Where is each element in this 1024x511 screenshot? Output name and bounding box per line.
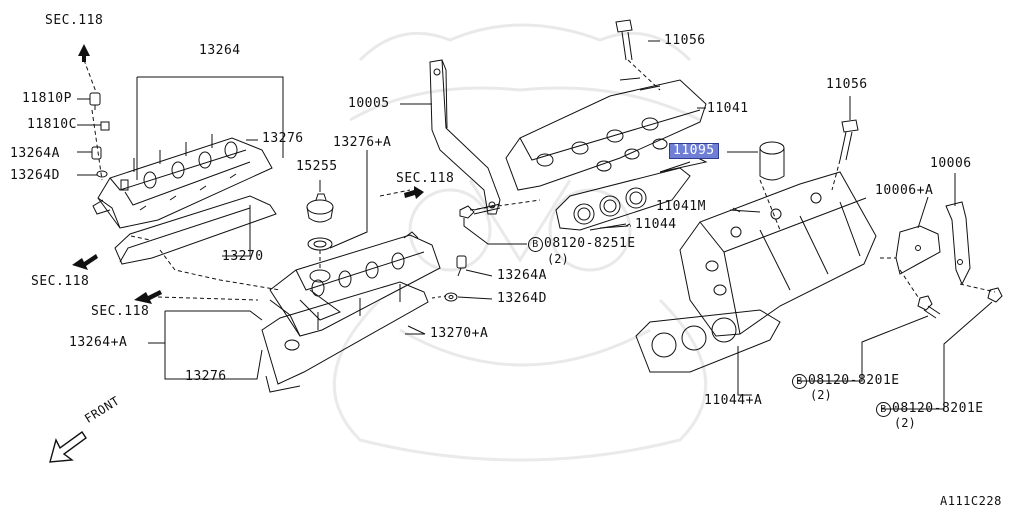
section-arrows [72, 44, 424, 304]
label-10006A[interactable]: 10006+A [875, 183, 934, 198]
left-rocker-cover-drawing [92, 134, 273, 229]
right-gasket-13270A-drawing [261, 281, 429, 385]
label-11041M[interactable]: 11041M [656, 199, 706, 214]
oil-filler-cap-drawing [306, 180, 334, 268]
label-sec118-bottom: SEC.118 [91, 304, 150, 319]
qty-8201E-b: (2) [894, 416, 916, 430]
watermark-emblem [332, 23, 708, 462]
label-13264D-mid[interactable]: 13264D [497, 291, 547, 306]
left-gasket-13270-drawing [114, 195, 277, 265]
head-gasket-11044-drawing [555, 167, 691, 231]
bolt-8201E-drawing [917, 287, 1003, 319]
bolt-8251E-drawing [459, 203, 501, 219]
label-sec118-mid: SEC.118 [396, 171, 455, 186]
qty-8251E: (2) [547, 252, 569, 266]
bracket-10006-drawing [895, 201, 971, 286]
label-sec118-top: SEC.118 [45, 13, 104, 28]
label-10005[interactable]: 10005 [348, 96, 390, 111]
cylinder-head-11041M-drawing [679, 171, 877, 337]
label-11810P[interactable]: 11810P [22, 91, 72, 106]
part-number: 08120-8251E [544, 236, 636, 251]
label-13264A-mid[interactable]: 13264A [497, 268, 547, 283]
label-sec118-left: SEC.118 [31, 274, 90, 289]
label-13276[interactable]: 13276 [262, 131, 304, 146]
bolt-marker-icon: B [876, 402, 891, 417]
right-rocker-cover-drawing [269, 231, 441, 351]
bracket-10005-drawing [429, 59, 501, 215]
label-13264plusA[interactable]: 13264+A [69, 335, 128, 350]
part-number: 08120-8201E [892, 401, 984, 416]
label-13276A[interactable]: 13276+A [333, 135, 392, 150]
head-bolt-right-drawing [839, 119, 859, 161]
label-15255[interactable]: 15255 [296, 159, 338, 174]
front-arrow-icon [49, 431, 87, 463]
label-11041[interactable]: 11041 [707, 101, 749, 116]
part-number: 08120-8201E [808, 373, 900, 388]
diagram-code: A111C228 [940, 494, 1002, 508]
label-13264[interactable]: 13264 [199, 43, 241, 58]
label-11056-top[interactable]: 11056 [664, 33, 706, 48]
label-13276-bottom[interactable]: 13276 [185, 369, 227, 384]
label-11044A[interactable]: 11044+A [704, 393, 763, 408]
head-bolt-top-drawing [615, 19, 633, 61]
qty-8201E-a: (2) [810, 388, 832, 402]
label-11044[interactable]: 11044 [635, 217, 677, 232]
pcv-valve-drawing [89, 92, 110, 178]
bolt-marker-icon: B [792, 374, 807, 389]
label-13264A-left[interactable]: 13264A [10, 146, 60, 161]
label-13270[interactable]: 13270 [222, 249, 264, 264]
label-11095-highlighted[interactable]: 11095 [669, 143, 719, 159]
bolt-marker-icon: B [528, 237, 543, 252]
label-13270A[interactable]: 13270+A [430, 326, 489, 341]
label-11810C[interactable]: 11810C [27, 117, 77, 132]
label-10006[interactable]: 10006 [930, 156, 972, 171]
cylinder-sleeve-drawing [759, 141, 785, 181]
head-gasket-11044A-drawing [635, 309, 781, 373]
label-13264D-left[interactable]: 13264D [10, 168, 60, 183]
cylinder-head-11041-drawing [505, 77, 707, 191]
label-11056-right[interactable]: 11056 [826, 77, 868, 92]
mid-small-parts-drawing [444, 255, 467, 302]
